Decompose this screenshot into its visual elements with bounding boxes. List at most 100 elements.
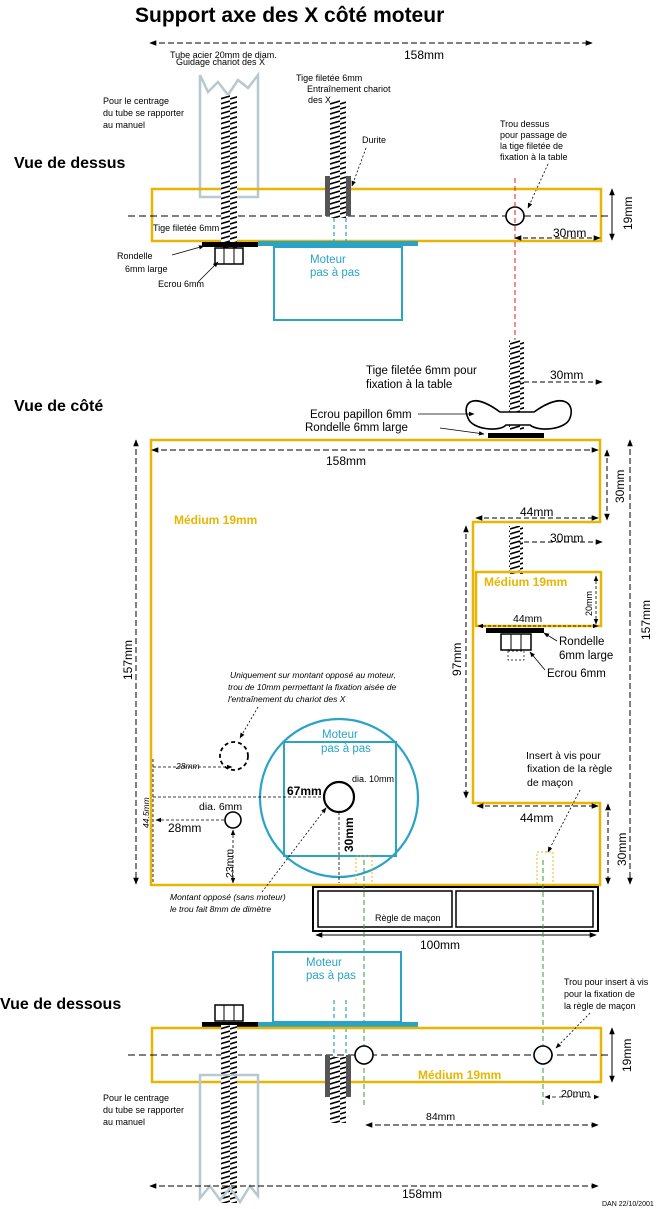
side-44-5-dim: 44.5mm [141, 797, 151, 828]
side-insert-label-1: Insert à vis pour [526, 750, 601, 762]
top-hole-2: pour passage de [500, 130, 567, 140]
bottom-view-heading: Vue de dessous [0, 996, 121, 1013]
bottom-20-dim: 20mm [561, 1088, 590, 1100]
ruler-label: Règle de maçon [375, 913, 441, 923]
bottom-hole-right-icon [533, 1045, 553, 1065]
top-hole-4: fixation à la table [500, 152, 568, 162]
side-motor-square [283, 741, 397, 857]
side-44b-dim: 44mm [513, 613, 542, 625]
side-nut-arrow [529, 651, 546, 671]
bottom-durite-right [346, 1055, 351, 1097]
rod-6mm-label: Tige filetée 6mm [153, 223, 219, 233]
top-hole-1: Trou dessus [500, 119, 550, 129]
side-opposite-1: Montant opposé (sans moteur) [170, 892, 286, 902]
side-rod-label-1: Tige filetée 6mm pour [366, 365, 477, 377]
ruler-outer [312, 886, 599, 932]
bottom-hole-arrow [555, 1012, 591, 1049]
bottom-84-dim: 84mm [426, 1111, 455, 1123]
bottom-hole-label-2: pour la fixation de [564, 989, 635, 999]
top-middle-threaded-rod [330, 100, 346, 218]
side-small-medium-label: Médium 19mm [484, 575, 567, 589]
side-20-dim: 20mm [584, 591, 594, 616]
side-lower-washer [486, 628, 544, 633]
side-washer-label-2: 6mm large [559, 650, 613, 662]
bottom-centering-1: Pour le centrage [103, 1093, 169, 1103]
bottom-centering-2: du tube se rapporter [103, 1105, 184, 1115]
side-44a-dim: 44mm [520, 505, 553, 519]
bottom-left-threaded-rod [221, 1025, 237, 1203]
bottom-motor-plate [258, 1022, 418, 1027]
top-centering-2: du tube se rapporter [103, 108, 184, 118]
top-washer-label-2: 6mm large [125, 264, 168, 274]
bottom-durite-left [325, 1055, 330, 1097]
top-hole-3: la tige filetée de [500, 141, 563, 151]
side-note-arrow [239, 706, 259, 739]
top-nut-label: Ecrou 6mm [158, 279, 204, 289]
durite-left [325, 176, 330, 216]
bottom-158-dim: 158mm [402, 1187, 442, 1201]
bottom-centering-3: au manuel [103, 1117, 145, 1127]
side-note-1: Uniquement sur montant opposé au moteur, [230, 670, 396, 680]
bottom-motor-label-1: Moteur [306, 957, 342, 969]
side-inner-rod [509, 526, 523, 574]
side-note-3: l'entraînement du chariot des X [228, 694, 346, 704]
bottom-washer [202, 1022, 258, 1027]
bottom-thickness-dim: 19mm [620, 1039, 634, 1072]
bottom-middle-threaded-rod [330, 1057, 346, 1123]
side-motor-hole-icon [322, 780, 356, 814]
top-washer-label-1: Rondelle [117, 251, 153, 261]
side-30-top-dim: 30mm [550, 368, 583, 382]
side-28b-dim: 28mm [168, 821, 201, 835]
side-23-dim: 23mm [224, 849, 236, 878]
top-width-dim: 158mm [404, 48, 444, 62]
side-67-dim: 67mm [287, 784, 322, 798]
bottom-hole-left-icon [354, 1045, 374, 1065]
dia6-hole-icon [224, 811, 242, 829]
side-washer-arrow-2 [543, 632, 558, 642]
side-30v-dim: 30mm [342, 817, 356, 852]
dashed-hole-icon [219, 741, 249, 771]
top-washer [202, 242, 258, 247]
top-rod-label-2: Entraînement chariot [307, 84, 391, 94]
washer-arrow [171, 245, 205, 256]
side-157-right: 157mm [639, 600, 653, 640]
side-nut-label: Ecrou 6mm [547, 668, 606, 680]
tube-label-1: Tube acier 20mm de diam. [170, 50, 277, 60]
side-motor-label-2: pas à pas [321, 743, 371, 755]
top-hole-arrow [527, 163, 549, 209]
side-30-right-top: 30mm [613, 470, 627, 503]
side-insert-2 [536, 851, 554, 887]
side-lower-nut [500, 633, 532, 651]
side-table-rod [509, 340, 524, 430]
side-rod-label-2: fixation à la table [366, 379, 452, 391]
side-dia10: dia. 10mm [352, 774, 394, 784]
durite-label: Durite [362, 135, 386, 145]
side-158-dim: 158mm [326, 454, 366, 468]
wing-nut-label: Ecrou papillon 6mm [310, 409, 412, 421]
side-insert-label-2: fixation de la règle [527, 763, 612, 775]
bottom-hole-label-1: Trou pour insert à vis [564, 977, 649, 987]
side-28a-dim: 28mm [175, 761, 200, 771]
ruler-inner-left [317, 890, 453, 928]
top-motor-body [273, 246, 403, 321]
side-dia6: dia. 6mm [199, 801, 242, 813]
top-motor-label-1: Moteur [310, 254, 346, 266]
wing-nut-icon [465, 400, 572, 430]
ruler-dim: 100mm [420, 938, 460, 952]
bottom-hole-label-3: la règle de maçon [564, 1001, 636, 1011]
top-view: 158mm Tube acier 20mm de diam. Guidage c… [14, 40, 635, 372]
tube-label-2: Guidage chariot des X [176, 57, 265, 67]
top-rod-label-1: Tige filetée 6mm [296, 73, 362, 83]
top-centering-3: au manuel [103, 120, 145, 130]
bottom-medium-label: Médium 19mm [418, 1068, 501, 1082]
bottom-nut [214, 1004, 244, 1022]
top-thickness-dim: 19mm [621, 197, 635, 230]
top-motor-label-2: pas à pas [310, 267, 360, 279]
side-view-heading: Vue de côté [14, 398, 103, 415]
bottom-steel-tube [198, 1073, 260, 1205]
side-insert-label-3: de maçon [527, 777, 573, 789]
side-view: Vue de côté Tige filetée 6mm pour fixati… [14, 340, 653, 952]
side-30b-dim: 30mm [550, 531, 583, 545]
